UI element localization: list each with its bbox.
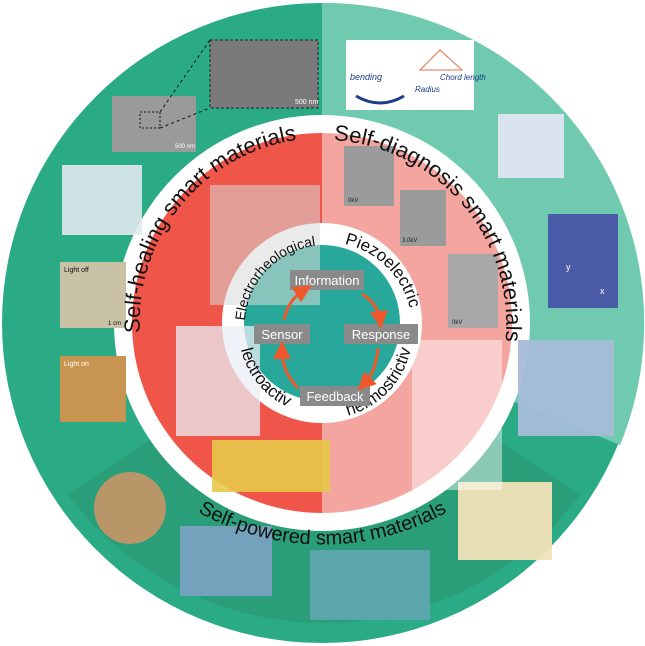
cycle-box-feedback [300,386,370,406]
glove-sensor-photo-2 [548,214,618,308]
thermostrictive-image [412,340,502,490]
scale-500nm-top: 500 nm [295,99,319,106]
cycle-label-sensor: Sensor [261,327,303,342]
light-off-caption: Light off [64,267,89,274]
self-powered-device-2 [180,526,272,596]
self-powered-device-3 [310,550,430,620]
cycle-label-feedback: Feedback [306,389,364,404]
glove-sensor-photo-1 [498,114,564,178]
scale-1cm-caption: 1 cm [108,321,121,327]
piezoelectric-image-3 [448,254,498,328]
light-on-photo [60,356,126,422]
bending-caption: bending [350,72,382,82]
piezoelectric-image-2 [400,190,446,246]
cycle-box-response [344,324,418,344]
sem-image-large [209,39,319,109]
cycle-label-response: Response [352,327,411,342]
self-healing-sheet-image [62,165,142,235]
radius-caption: Radius [415,85,440,94]
cycle-box-information [290,270,364,290]
scale-500nm-small: 500 nm [175,144,195,150]
light-on-caption: Light on [64,361,89,368]
cycle-arrow-info-response [361,292,388,329]
axis-y-caption: y [566,262,571,272]
voltage-0kv-a-caption: 0kV [348,198,358,204]
glove-sensor-photo-3 [518,340,614,436]
outer-ring-images: 500 nm 500 nm Light off 1 cm Light on be… [60,39,618,620]
cycle-arrow-response-feedback [357,347,380,391]
self-powered-device-4 [458,482,552,560]
voltage-3kv-caption: 3.0kV [402,238,417,244]
light-off-photo [60,262,126,328]
electroactive-grid-image [212,440,330,492]
cycle-arrow-sensor-info [282,285,312,321]
voltage-0kv-b-caption: 0kV [452,320,462,326]
electroactive-image [176,326,260,436]
bending-schematic [346,40,474,110]
sem-image-small [112,96,196,152]
cycle-box-sensor [254,324,310,344]
cycle-label-information: Information [294,273,359,288]
piezoelectric-image-1 [344,146,394,206]
axis-x-caption: x [600,286,605,296]
cycle-arrow-feedback-sensor [273,341,300,390]
cycle-group: Information Sensor Response Feedback [254,270,418,406]
chord-length-caption: Chord length [440,73,486,82]
self-powered-device-1 [94,472,166,544]
sem-inset-box [139,111,161,129]
